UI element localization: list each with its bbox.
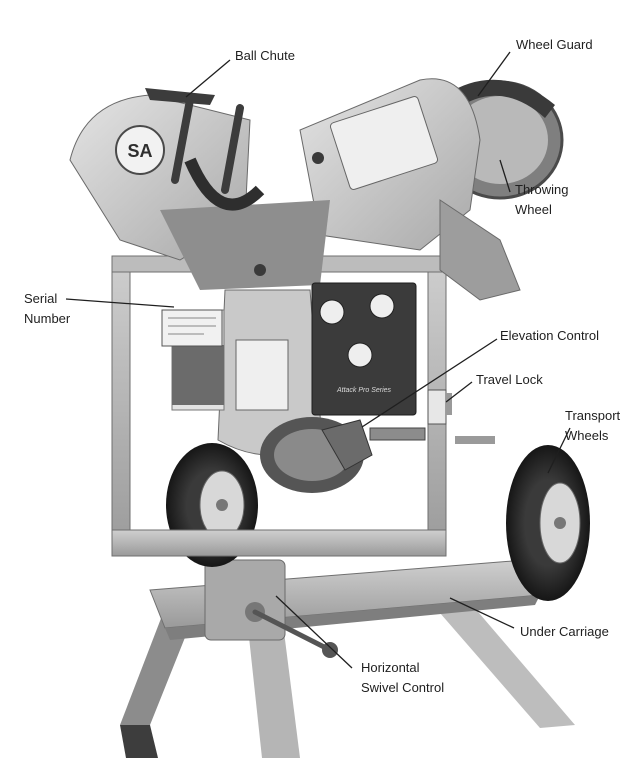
- elevation-control-leader: [361, 338, 498, 428]
- callout-horizontal-swivel-control-line-1: Horizontal: [361, 660, 420, 675]
- ball-chute: [145, 88, 324, 276]
- callout-transport-wheels: Transport Wheels: [565, 406, 620, 446]
- callout-transport-wheels-line-1: Transport: [565, 408, 621, 423]
- under-carriage-leader: [449, 597, 515, 629]
- callout-horizontal-swivel-control: Horizontal Swivel Control: [361, 658, 444, 698]
- callout-serial-number: Serial Number: [24, 289, 70, 329]
- machine-body: [69, 78, 521, 493]
- callout-serial-number-line-1: Serial: [24, 291, 58, 306]
- control-panel-brand-text: Attack Pro Series: [336, 387, 392, 394]
- callout-transport-wheels-line-2: Wheels: [565, 428, 609, 443]
- brand-logo-text: SA: [127, 141, 152, 161]
- under-carriage: [149, 559, 541, 658]
- transport-wheels-leader: [547, 427, 571, 474]
- speed-dial-left[interactable]: [319, 299, 345, 325]
- speed-dial-center[interactable]: [347, 342, 373, 368]
- callout-wheel-guard-line-1: Wheel Guard: [516, 37, 593, 52]
- callout-elevation-control: Elevation Control: [500, 326, 599, 346]
- speed-dial-right[interactable]: [369, 293, 395, 319]
- right-transport-wheel: [455, 436, 590, 601]
- throwing-wheel-leader: [499, 159, 511, 193]
- control-panel: Attack Pro Series: [311, 282, 417, 416]
- callout-under-carriage-line-1: Under Carriage: [520, 624, 609, 639]
- travel-lock[interactable]: [427, 389, 452, 425]
- callout-under-carriage: Under Carriage: [520, 622, 609, 642]
- callout-travel-lock-line-1: Travel Lock: [476, 372, 543, 387]
- horizontal-swivel-leader: [275, 595, 353, 669]
- callout-travel-lock: Travel Lock: [476, 370, 543, 390]
- callout-ball-chute-line-1: Ball Chute: [235, 48, 295, 63]
- wheel-guard-leader: [477, 51, 511, 97]
- callout-ball-chute: Ball Chute: [235, 46, 295, 66]
- brand-logo: SA: [115, 125, 165, 175]
- callout-horizontal-swivel-control-line-2: Swivel Control: [361, 680, 445, 695]
- callout-throwing-wheel: Throwing Wheel: [515, 180, 568, 220]
- callout-wheel-guard: Wheel Guard: [516, 35, 593, 55]
- callout-elevation-control-line-1: Elevation Control: [500, 328, 599, 343]
- callout-serial-number-line-2: Number: [24, 311, 71, 326]
- ball-chute-leader: [185, 59, 231, 98]
- callout-throwing-wheel-line-1: Throwing: [515, 182, 569, 197]
- travel-lock-leader: [445, 381, 473, 403]
- serial-number-plate: [161, 309, 223, 347]
- callout-throwing-wheel-line-2: Wheel: [515, 202, 552, 217]
- elevation-control[interactable]: [321, 419, 426, 471]
- wheel-guard: [445, 79, 555, 118]
- leader-lines: [65, 51, 571, 669]
- serial-number-leader: [65, 298, 175, 308]
